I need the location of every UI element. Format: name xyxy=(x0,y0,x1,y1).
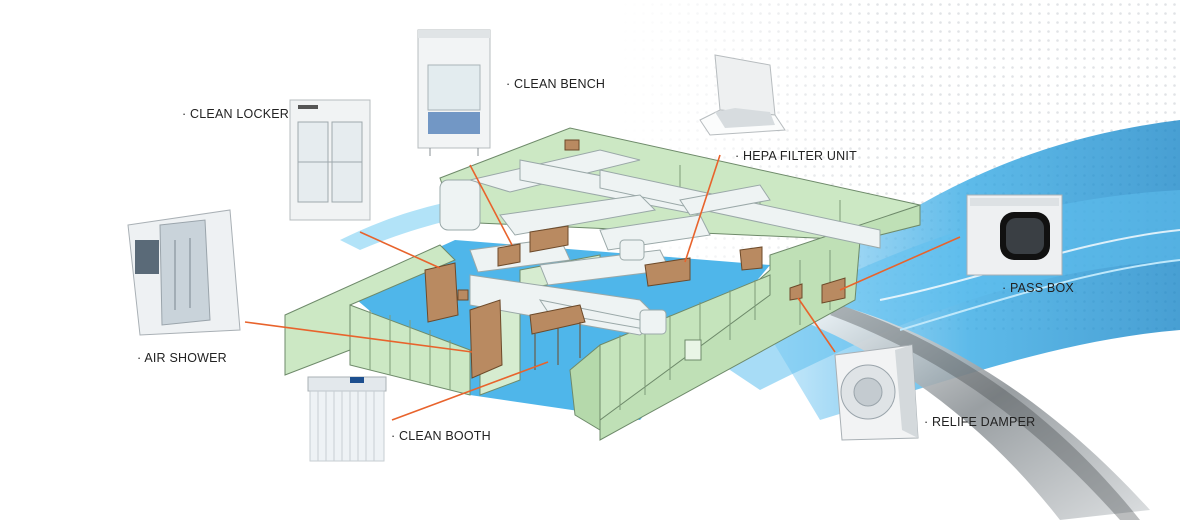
leader-hepa-filter xyxy=(684,154,721,263)
label-hepa-filter-unit: · HEPA FILTER UNIT xyxy=(735,149,857,163)
cleanroom-equipment xyxy=(424,139,846,379)
leader-clean-booth xyxy=(391,361,549,421)
label-relief-damper: · RELIFE DAMPER xyxy=(924,415,1036,429)
leader-lines xyxy=(244,154,961,421)
leader-clean-bench xyxy=(469,164,513,246)
clean-booth-image xyxy=(307,376,387,462)
pass-box-image xyxy=(966,194,1063,276)
leader-pass-box xyxy=(839,236,961,291)
hepa-filter-unit-image xyxy=(699,54,786,136)
leader-air-shower xyxy=(244,321,473,353)
label-clean-bench: · CLEAN BENCH xyxy=(506,77,606,91)
clean-bench-image xyxy=(417,29,491,156)
label-clean-locker: · CLEAN LOCKER xyxy=(182,107,289,121)
leader-relief-damper xyxy=(797,297,836,353)
label-pass-box: · PASS BOX xyxy=(1002,281,1074,295)
clean-locker-image xyxy=(289,99,371,221)
leader-clean-locker xyxy=(359,231,441,269)
label-air-shower: · AIR SHOWER xyxy=(137,351,227,365)
label-clean-booth: · CLEAN BOOTH xyxy=(391,429,491,443)
air-shower-image xyxy=(127,209,241,336)
relief-damper-image xyxy=(834,344,919,441)
